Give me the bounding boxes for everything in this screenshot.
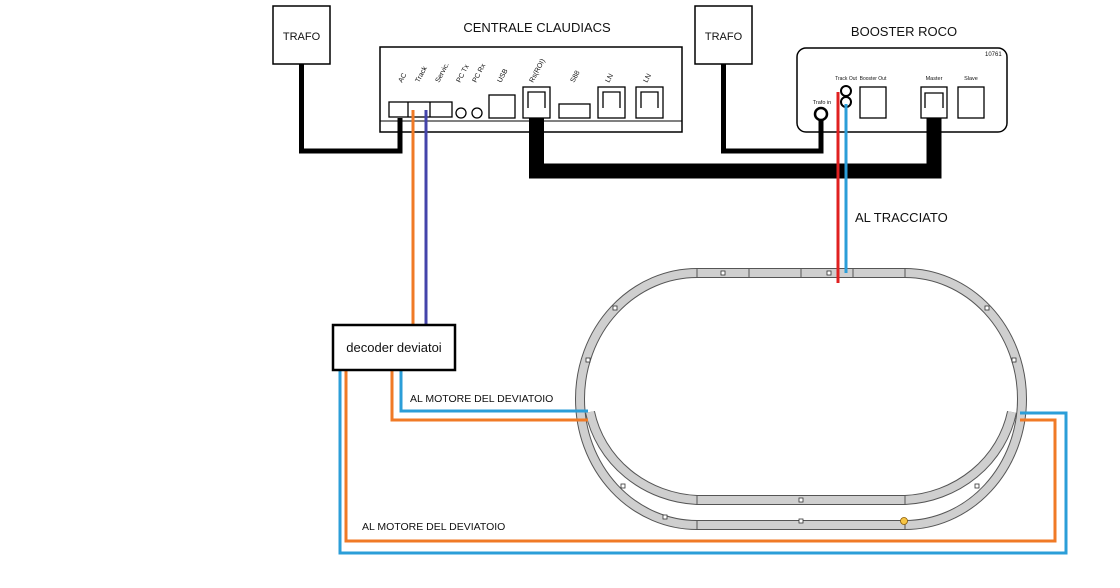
port-label-ln2: LN: [643, 73, 653, 84]
port-label-ac: AC: [398, 72, 409, 84]
booster-master-label: Master: [926, 76, 943, 82]
trafo-left-label: TRAFO: [283, 31, 321, 43]
decoder-label: decoder deviatoi: [346, 340, 442, 355]
booster-connectors: [813, 85, 985, 122]
track-markers: [585, 270, 1017, 524]
track-switch-motor: [900, 517, 908, 525]
booster-trafo-in-label: Trafo in: [813, 100, 831, 106]
booster-booster-out-label: Booster Out: [860, 76, 887, 82]
booster-title: BOOSTER ROCO: [851, 24, 957, 39]
central-connectors: [388, 86, 664, 119]
trafo-right: TRAFO: [694, 5, 753, 65]
booster-track-out-label: Track Out: [835, 76, 857, 82]
label-motore-1: AL MOTORE DEL DEVIATOIO: [410, 393, 553, 405]
label-motore-2: AL MOTORE DEL DEVIATOIO: [362, 521, 505, 533]
trafo-left: TRAFO: [272, 5, 331, 65]
track-layout: [575, 268, 1027, 530]
central-title: CENTRALE CLAUDIACS: [463, 20, 611, 35]
port-label-ln1: LN: [605, 73, 615, 84]
booster-slave-label: Slave: [964, 76, 978, 82]
central-unit: CENTRALE CLAUDIACS AC Track Servic. PC T…: [379, 20, 683, 133]
track-joints: [696, 268, 906, 530]
booster-code: 10761: [985, 52, 1002, 58]
decoder-box: decoder deviatoi: [331, 323, 457, 372]
signal-wires: [338, 92, 1068, 555]
trafo-right-label: TRAFO: [705, 31, 743, 43]
booster-unit: BOOSTER ROCO 10761 Trafo in Track Out Bo…: [796, 24, 1008, 133]
label-al-tracciato: AL TRACCIATO: [855, 210, 948, 225]
power-cables: [299, 64, 942, 179]
